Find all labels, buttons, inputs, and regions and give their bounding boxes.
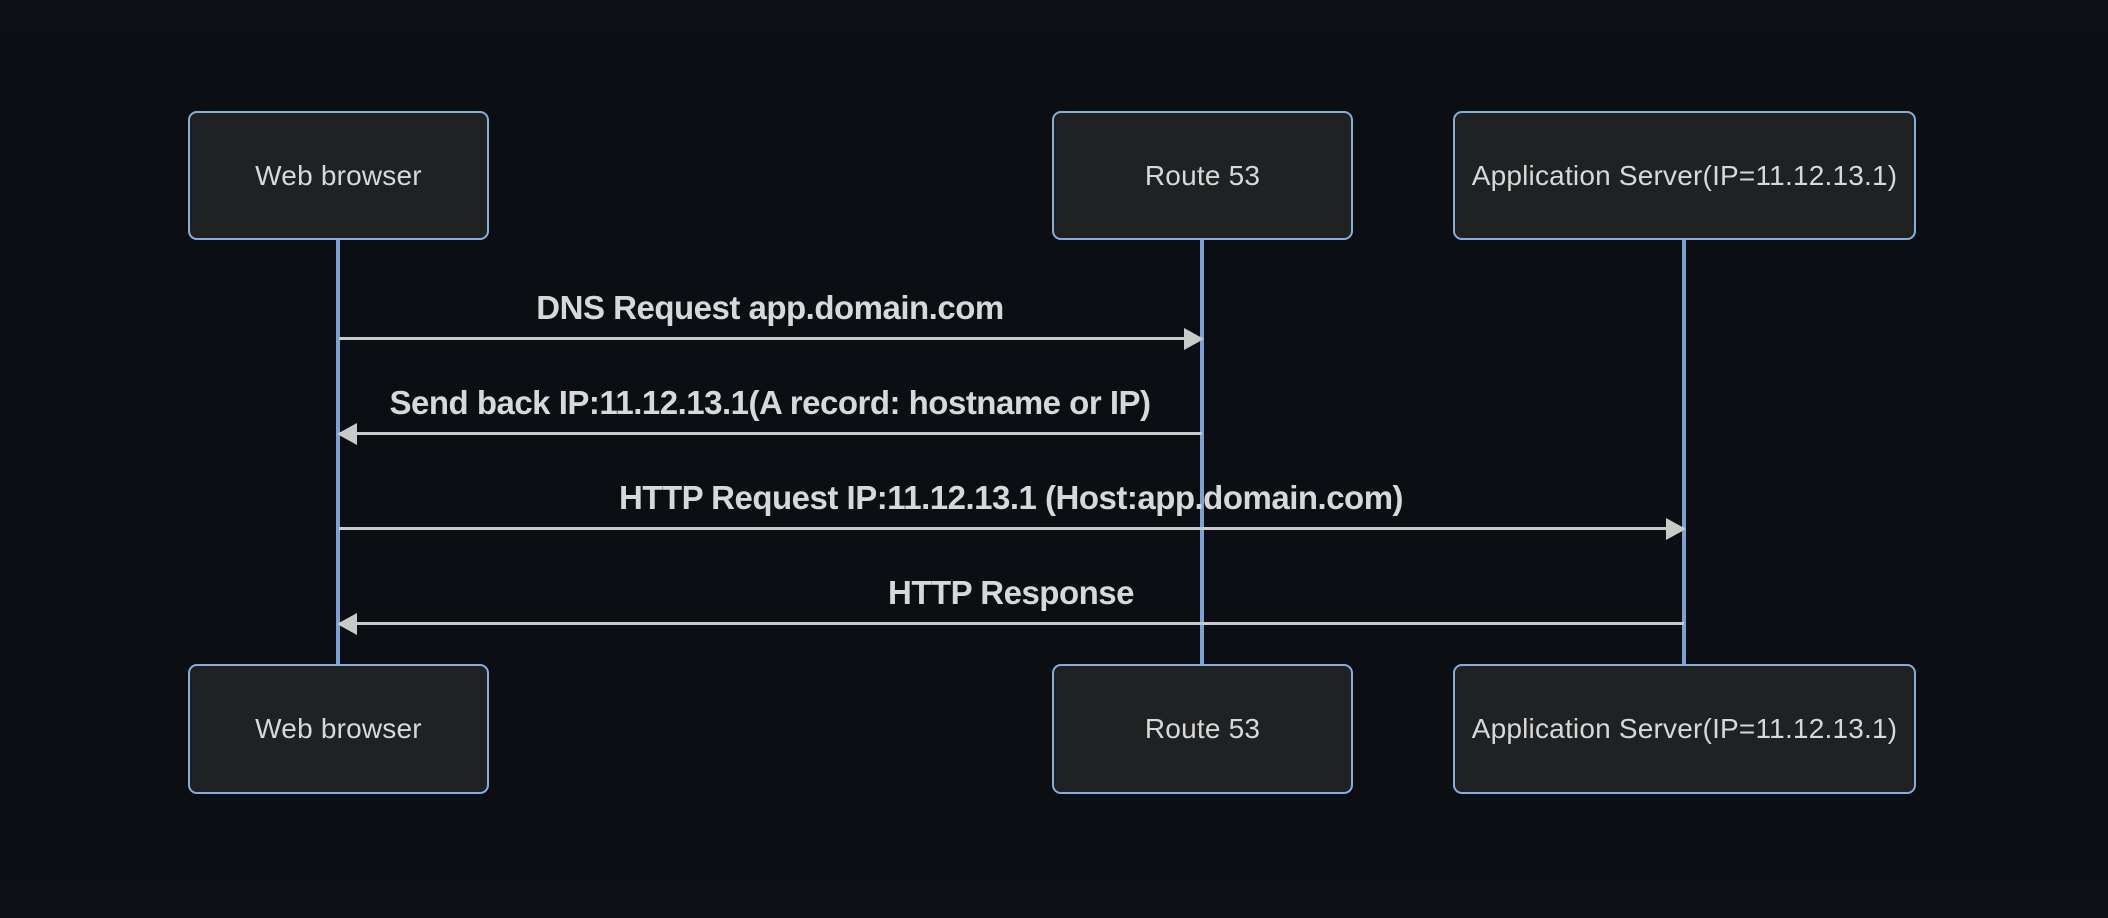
actor-label: Web browser [255, 159, 422, 191]
actor-app-server-bottom: Application Server(IP=11.12.13.1) [1453, 664, 1916, 794]
arrow-line [339, 432, 1202, 435]
arrow-line [339, 527, 1684, 530]
actor-label: Web browser [255, 713, 422, 744]
message-arrow-send-back-ip [337, 422, 1202, 445]
actor-web-browser-top: Web browser [188, 111, 489, 240]
lifeline-web-browser [336, 240, 340, 665]
actor-label: Application Server(IP=11.12.13.1) [1471, 159, 1898, 191]
arrowhead-left-icon [337, 612, 357, 635]
actor-route-53-bottom: Route 53 [1052, 664, 1353, 794]
lifeline-route-53 [1200, 240, 1204, 665]
message-label-send-back-ip: Send back IP:11.12.13.1(A record: hostna… [389, 384, 1151, 421]
actor-label: Application Server(IP=11.12.13.1) [1471, 713, 1898, 744]
message-arrow-dns-request [339, 327, 1204, 350]
lifeline-app-server [1682, 240, 1686, 665]
message-arrow-http-response [337, 612, 1684, 635]
arrowhead-left-icon [337, 422, 357, 445]
actor-web-browser-bottom: Web browser [188, 664, 489, 794]
actor-route-53-top: Route 53 [1052, 111, 1353, 240]
arrowhead-right-icon [1666, 517, 1686, 540]
actor-label: Route 53 [1144, 713, 1261, 744]
arrow-line [339, 337, 1202, 340]
actor-label: Route 53 [1144, 159, 1261, 191]
arrow-line [339, 622, 1684, 625]
message-label-dns-request: DNS Request app.domain.com [536, 289, 1004, 326]
actor-app-server-top: Application Server(IP=11.12.13.1) [1453, 111, 1916, 240]
message-label-http-response: HTTP Response [888, 574, 1134, 611]
message-label-http-request: HTTP Request IP:11.12.13.1 (Host:app.dom… [618, 479, 1404, 516]
arrowhead-right-icon [1184, 327, 1204, 350]
message-arrow-http-request [339, 517, 1686, 540]
